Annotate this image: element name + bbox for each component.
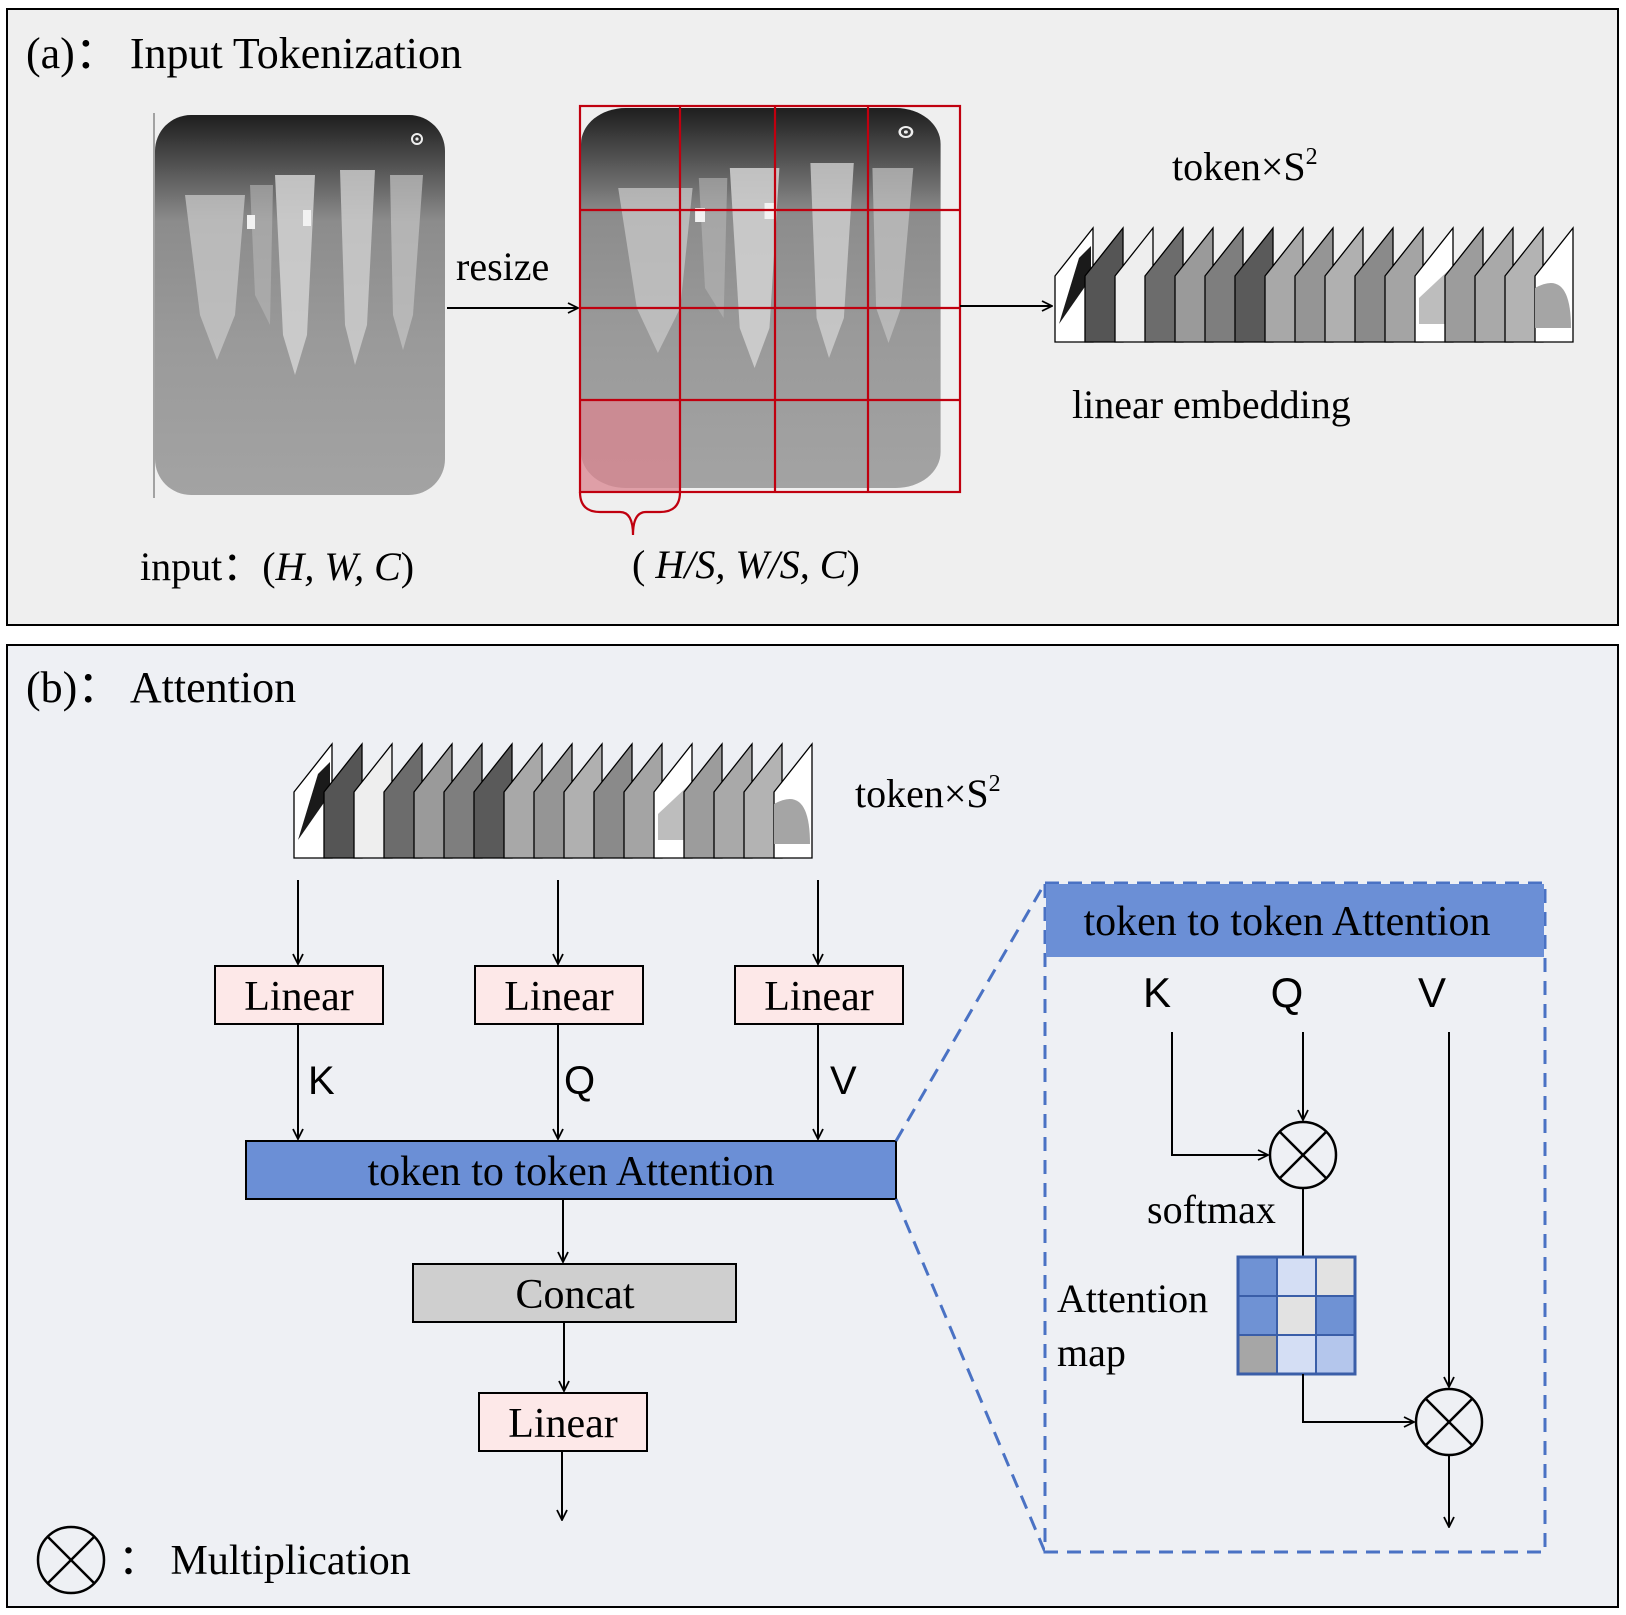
multiplication-legend-label: ： Multiplication — [118, 1538, 411, 1584]
detail-v-label: V — [1418, 969, 1446, 1016]
attention-map-cell — [1315, 1334, 1356, 1375]
concat-box — [412, 1263, 737, 1323]
detail-arrow-map — [1302, 1374, 1414, 1422]
patch-dimension-label: ( H/S, W/S, C) — [632, 542, 860, 587]
attention-map-cell — [1237, 1295, 1278, 1336]
resize-label: resize — [456, 244, 549, 289]
concat-label: Concat — [516, 1272, 635, 1318]
attention-map-cell — [1237, 1256, 1278, 1297]
attention-block-label: token to token Attention — [367, 1149, 774, 1195]
linear-out-box — [478, 1392, 648, 1452]
attention-block — [245, 1140, 897, 1200]
token-count-label-b: token×S2 — [855, 771, 1001, 816]
detail-q-label: Q — [1271, 969, 1304, 1016]
zoom-connector-top — [894, 882, 1047, 1142]
attention-detail-header-label: token to token Attention — [1083, 899, 1490, 945]
linear-out-label: Linear — [508, 1401, 618, 1447]
panel-a-title: (a)： Input Tokenization — [26, 29, 462, 78]
detail-k-label: K — [1143, 969, 1171, 1016]
linear-embedding-label: linear embedding — [1072, 382, 1351, 427]
attention-map-cell — [1276, 1295, 1317, 1336]
attention-detail-frame — [1043, 881, 1547, 1554]
zoom-connector-bottom — [894, 1198, 1047, 1553]
attention-map-cell — [1276, 1334, 1317, 1375]
detail-arrow-k — [1171, 1032, 1268, 1155]
panel-b-title: (b)： Attention — [26, 663, 296, 712]
linear-v-box — [734, 965, 904, 1025]
attention-map-grid — [1236, 1255, 1357, 1376]
patch-brace — [578, 491, 682, 536]
linear-k-label: Linear — [244, 974, 354, 1020]
attention-map-label-line1: Attention — [1057, 1276, 1208, 1321]
input-xray-image — [154, 114, 446, 496]
attention-map-cell — [1315, 1256, 1356, 1297]
linear-q-label: Linear — [504, 974, 614, 1020]
linear-v-label: Linear — [764, 974, 874, 1020]
linear-k-box — [214, 965, 384, 1025]
linear-q-box — [474, 965, 644, 1025]
token-count-label-a: token×S2 — [1172, 144, 1318, 189]
v-label: V — [830, 1059, 857, 1103]
attention-map-cell — [1276, 1256, 1317, 1297]
attention-map-border — [1236, 1255, 1357, 1376]
k-label: K — [308, 1059, 335, 1103]
q-label: Q — [564, 1059, 595, 1103]
attention-map-cell — [1315, 1295, 1356, 1336]
attention-detail-header — [1046, 884, 1544, 957]
patch-grid — [578, 104, 962, 494]
input-dimension-label: input：(H, W, C) — [140, 544, 414, 589]
softmax-label: softmax — [1147, 1187, 1276, 1232]
highlighted-patch — [580, 400, 680, 492]
attention-map-label-line2: map — [1057, 1330, 1126, 1375]
attention-map-cell — [1237, 1334, 1278, 1375]
multiplication-legend-icon — [36, 1525, 106, 1595]
